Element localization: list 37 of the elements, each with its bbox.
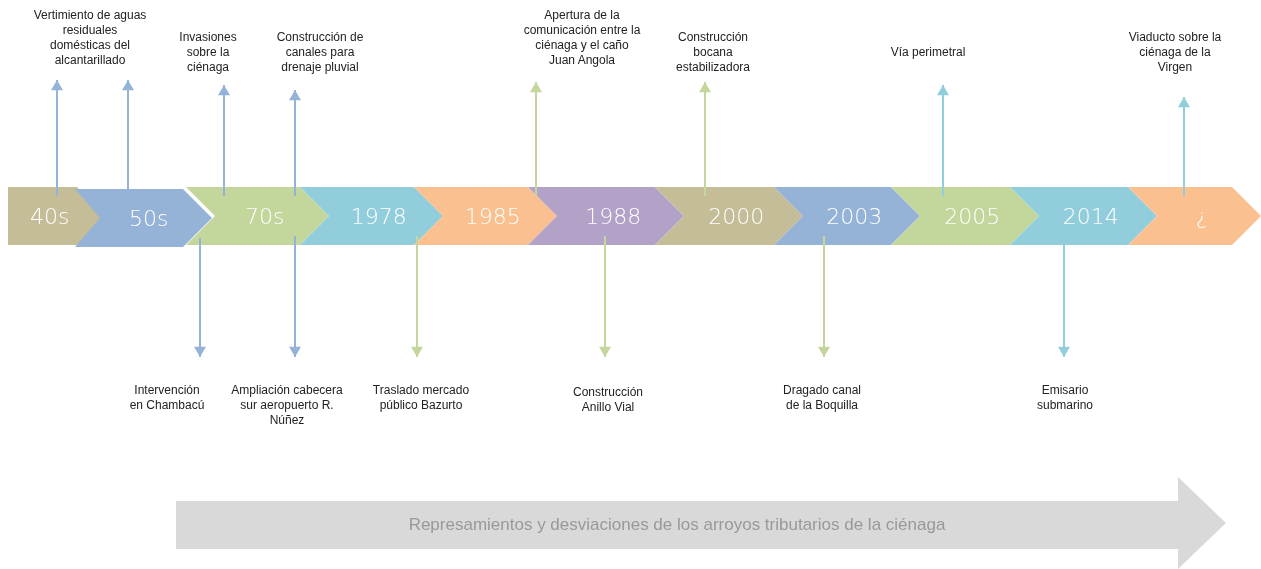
event-label: Apertura de la comunicación entre la ciénaga y el caño Juan Angola (521, 8, 643, 68)
event-label: Ampliación cabecera sur aeropuerto R. Núñez (222, 383, 352, 428)
event-label: Vía perimetral (878, 45, 978, 60)
event-label: Construcción Anillo Vial (558, 385, 658, 415)
arrow (218, 84, 230, 197)
period-label: 1978 (349, 203, 408, 229)
period-label: 1985 (463, 203, 522, 229)
arrow (1178, 96, 1190, 197)
arrow-label: Represamientos y desviaciones de los arroyos tributarios de la ciénaga (407, 514, 947, 536)
arrow (289, 89, 301, 197)
arrow (699, 81, 711, 197)
arrow (530, 81, 542, 197)
event-label: Construcción bocana estabilizadora (663, 30, 763, 75)
arrow (51, 79, 63, 197)
event-label: Intervención en Chambacú (126, 383, 208, 413)
period-label: 40s (29, 203, 71, 229)
period-label: 2014 (1061, 203, 1120, 229)
period-label: ¿ (1194, 203, 1209, 229)
event-label: Invasiones sobre la ciénaga (168, 30, 248, 75)
event-label: Dragado canal de la Boquilla (777, 383, 867, 413)
period-label: 50s (128, 205, 170, 231)
arrow (937, 84, 949, 197)
arrow (818, 235, 830, 358)
period-label: 70s (244, 203, 286, 229)
event-label: Traslado mercado público Bazurto (361, 383, 481, 413)
arrow (411, 235, 423, 358)
event-label: Vertimiento de aguas residuales domésticas del alcantarillado (31, 8, 149, 68)
event-label: Emisario submarino (1020, 383, 1110, 413)
arrow (194, 237, 206, 358)
arrow (599, 235, 611, 358)
period-label: 2005 (943, 203, 1002, 229)
period-label: 2000 (707, 203, 766, 229)
period-label: 2003 (825, 203, 884, 229)
event-label: Viaducto sobre la ciénaga de la Virgen (1121, 30, 1229, 75)
arrow (289, 235, 301, 358)
period-label: 1988 (584, 203, 643, 229)
event-label: Construcción de canales para drenaje pluvial (265, 30, 375, 75)
